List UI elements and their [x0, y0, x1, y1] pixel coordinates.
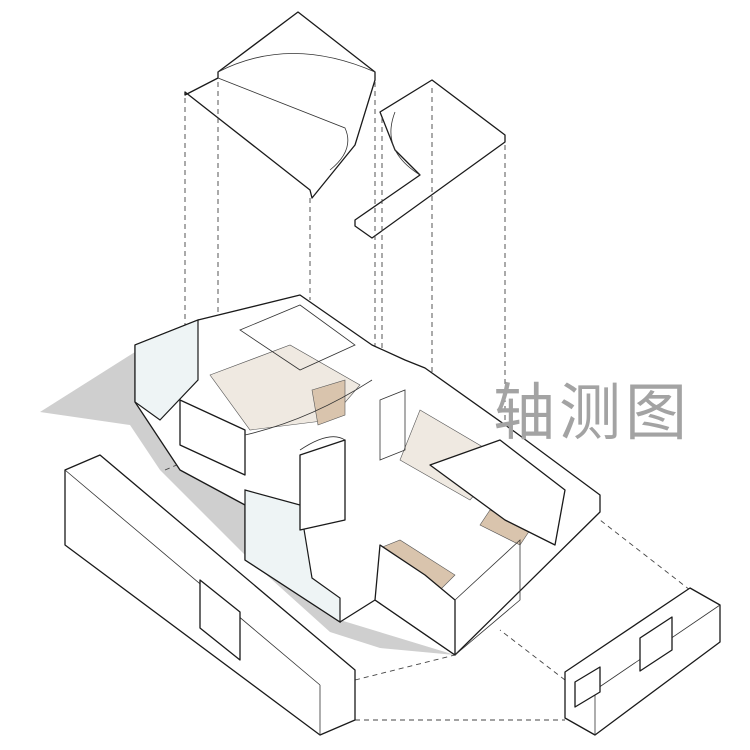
floor-plan — [134, 294, 601, 656]
window-large — [639, 616, 673, 672]
ceiling-slab-right — [354, 79, 506, 239]
shadow — [40, 352, 455, 655]
drawing-title: 轴测图 — [493, 376, 692, 449]
balcony-glass-left — [134, 319, 199, 421]
window-small — [574, 666, 601, 708]
wall-elevation-right — [564, 587, 721, 736]
ceiling-slab-left — [184, 11, 376, 199]
wall-elevation-left — [64, 454, 356, 736]
